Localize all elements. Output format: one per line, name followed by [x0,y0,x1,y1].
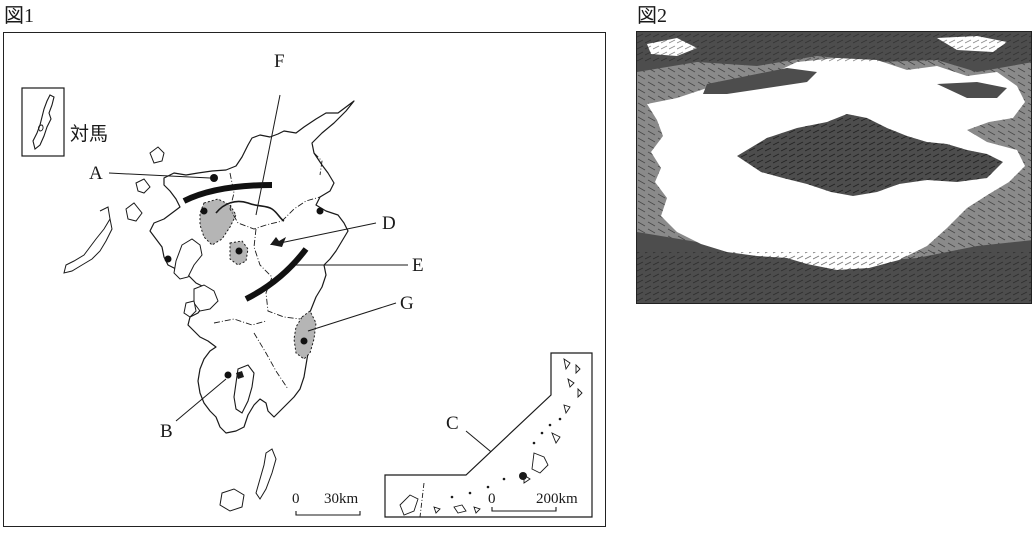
leader-b [175,378,227,422]
sakurajima-volcano-icon [236,371,244,379]
iki-island [149,146,165,164]
point-miyazaki [300,337,308,345]
island-small-2 [125,202,143,222]
tsushima-label: 対馬 [70,123,108,145]
nansei-islands [399,358,583,516]
leader-f [255,94,281,216]
leader-g [307,302,397,332]
island-small-1 [135,178,151,194]
point-a [210,174,218,182]
photo-mountain-texture [737,114,1003,196]
okinawa-island [531,452,549,474]
border-southeast [253,332,289,390]
island-n2 [575,363,581,375]
border-north [229,172,321,230]
dot-n8 [450,495,454,499]
western-islands [63,146,277,512]
nansei-inset-frame [384,352,593,518]
nansei-border [419,482,425,518]
figure-1-title: 図1 [4,5,34,27]
caldera-photo [637,32,1031,303]
tsushima-inlet [38,124,44,132]
point-kumamoto [235,247,243,255]
border-central [253,228,301,320]
shaded-area-miyazaki [293,310,317,360]
leader-lines [108,94,521,477]
nansei-dots [450,417,562,499]
prefecture-borders [213,152,323,390]
point-c [519,472,527,480]
amakusa-small [183,300,197,318]
tsushima-island [32,94,55,150]
thick-line-e [244,247,309,302]
kyushu-map-panel: 対馬 [3,32,606,527]
dot-n7 [468,491,472,495]
point-b [224,371,232,379]
shaded-area-saga [199,198,237,246]
scale-bar-inset-line [491,507,557,512]
photo-dark-band-right [937,82,1007,98]
label-d: D [382,213,396,234]
goto-islands [63,206,113,274]
point-oita [316,207,324,215]
dot-n4 [532,441,536,445]
photo-bottom-texture [637,252,1031,303]
island-w2 [433,506,441,514]
label-c: C [446,413,459,434]
border-northeast [313,152,323,176]
dot-n2 [548,423,552,427]
kyushu-map: 対馬 [21,51,593,518]
photo-top-texture [637,32,1031,62]
scale-inset-zero: 0 [488,491,496,507]
dot-n6 [486,485,490,489]
city-points [164,174,324,379]
scale-bar-main-line [295,511,361,516]
caldera-photo-panel [636,31,1032,304]
island-w4 [473,506,481,514]
scale-bar-main: 0 30km [292,491,361,516]
leader-a [108,172,211,179]
chikugo-river [215,200,285,222]
photo-dark-band-upper [703,68,817,94]
thick-line-north [182,182,273,204]
label-e: E [412,255,424,276]
border-south [213,318,267,326]
island-n6 [551,432,561,444]
tsushima-inset-frame [21,87,65,157]
arrow-d [272,237,286,247]
island-w3 [453,504,467,514]
point-nagasaki [164,255,172,263]
tanegashima [255,448,277,500]
label-b: B [160,421,173,442]
point-labels: A F D E G B C [89,51,459,442]
island-n1 [563,358,571,371]
label-g: G [400,293,414,314]
leader-d [279,222,377,244]
scale-inset-distance: 200km [536,491,578,507]
dot-n5 [502,477,506,481]
island-n5 [563,404,571,415]
label-f: F [274,51,285,72]
figure-2-title: 図2 [637,5,667,27]
point-saga [200,207,208,215]
nansei-islands-inset: 0 200km [384,352,593,518]
island-w1 [399,494,419,516]
scale-main-distance: 30km [324,491,359,507]
dot-n1 [558,417,562,421]
dot-n3 [540,431,544,435]
tsushima-inset: 対馬 [21,87,108,157]
island-n4 [577,387,583,399]
yakushima [219,488,245,512]
island-n3 [567,377,575,388]
scale-main-zero: 0 [292,491,300,507]
ariake-sea [173,238,203,280]
label-a: A [89,163,103,184]
